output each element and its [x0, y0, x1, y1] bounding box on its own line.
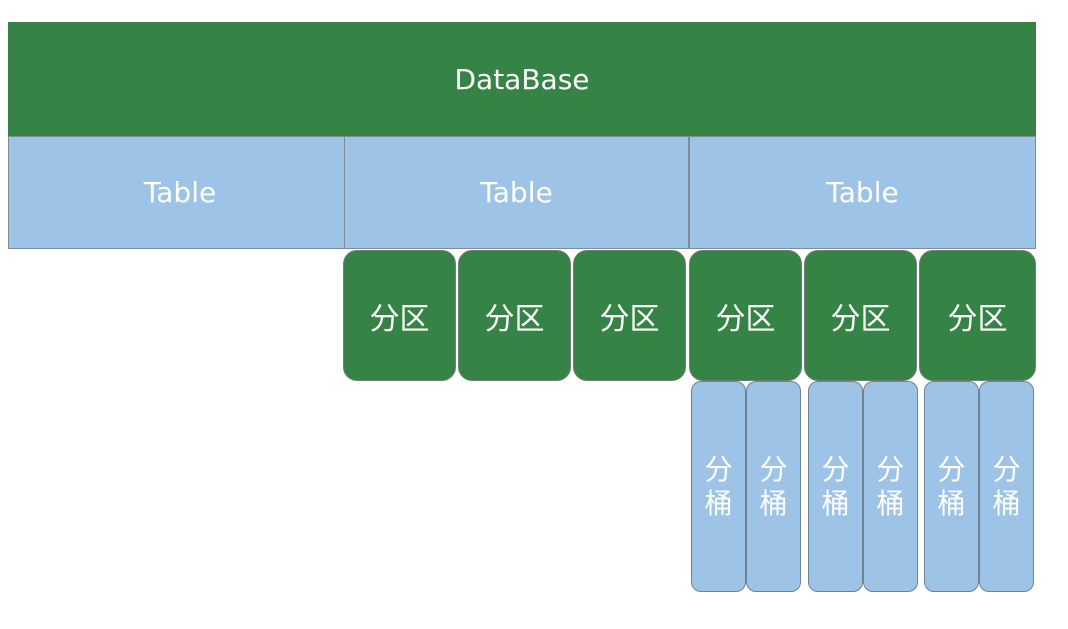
bucket-label: 分桶 [704, 452, 733, 520]
partition-block: 分区 [689, 250, 802, 381]
partition-label: 分区 [599, 301, 660, 337]
table-block: Table [8, 136, 352, 249]
bucket-block: 分桶 [863, 381, 918, 592]
bucket-block: 分桶 [691, 381, 746, 592]
partition-label: 分区 [484, 301, 545, 337]
partition-label: 分区 [715, 301, 776, 337]
partition-block: 分区 [573, 250, 686, 381]
partition-block: 分区 [343, 250, 456, 381]
table-label: Table [826, 176, 899, 209]
partition-label: 分区 [369, 301, 430, 337]
table-label: Table [480, 176, 553, 209]
bucket-label: 分桶 [759, 452, 788, 520]
partition-label: 分区 [947, 301, 1008, 337]
table-block: Table [689, 136, 1036, 249]
partition-block: 分区 [919, 250, 1036, 381]
partition-block: 分区 [804, 250, 917, 381]
bucket-block: 分桶 [924, 381, 979, 592]
table-label: Table [143, 176, 217, 209]
partition-label: 分区 [830, 301, 891, 337]
database-block: DataBase [8, 22, 1036, 136]
database-label: DataBase [454, 62, 590, 96]
bucket-label: 分桶 [876, 452, 905, 520]
partition-block: 分区 [458, 250, 571, 381]
bucket-label: 分桶 [937, 452, 966, 520]
table-block: Table [344, 136, 689, 249]
bucket-block: 分桶 [808, 381, 863, 592]
bucket-block: 分桶 [746, 381, 801, 592]
bucket-block: 分桶 [979, 381, 1034, 592]
bucket-label: 分桶 [992, 452, 1021, 520]
bucket-label: 分桶 [821, 452, 850, 520]
